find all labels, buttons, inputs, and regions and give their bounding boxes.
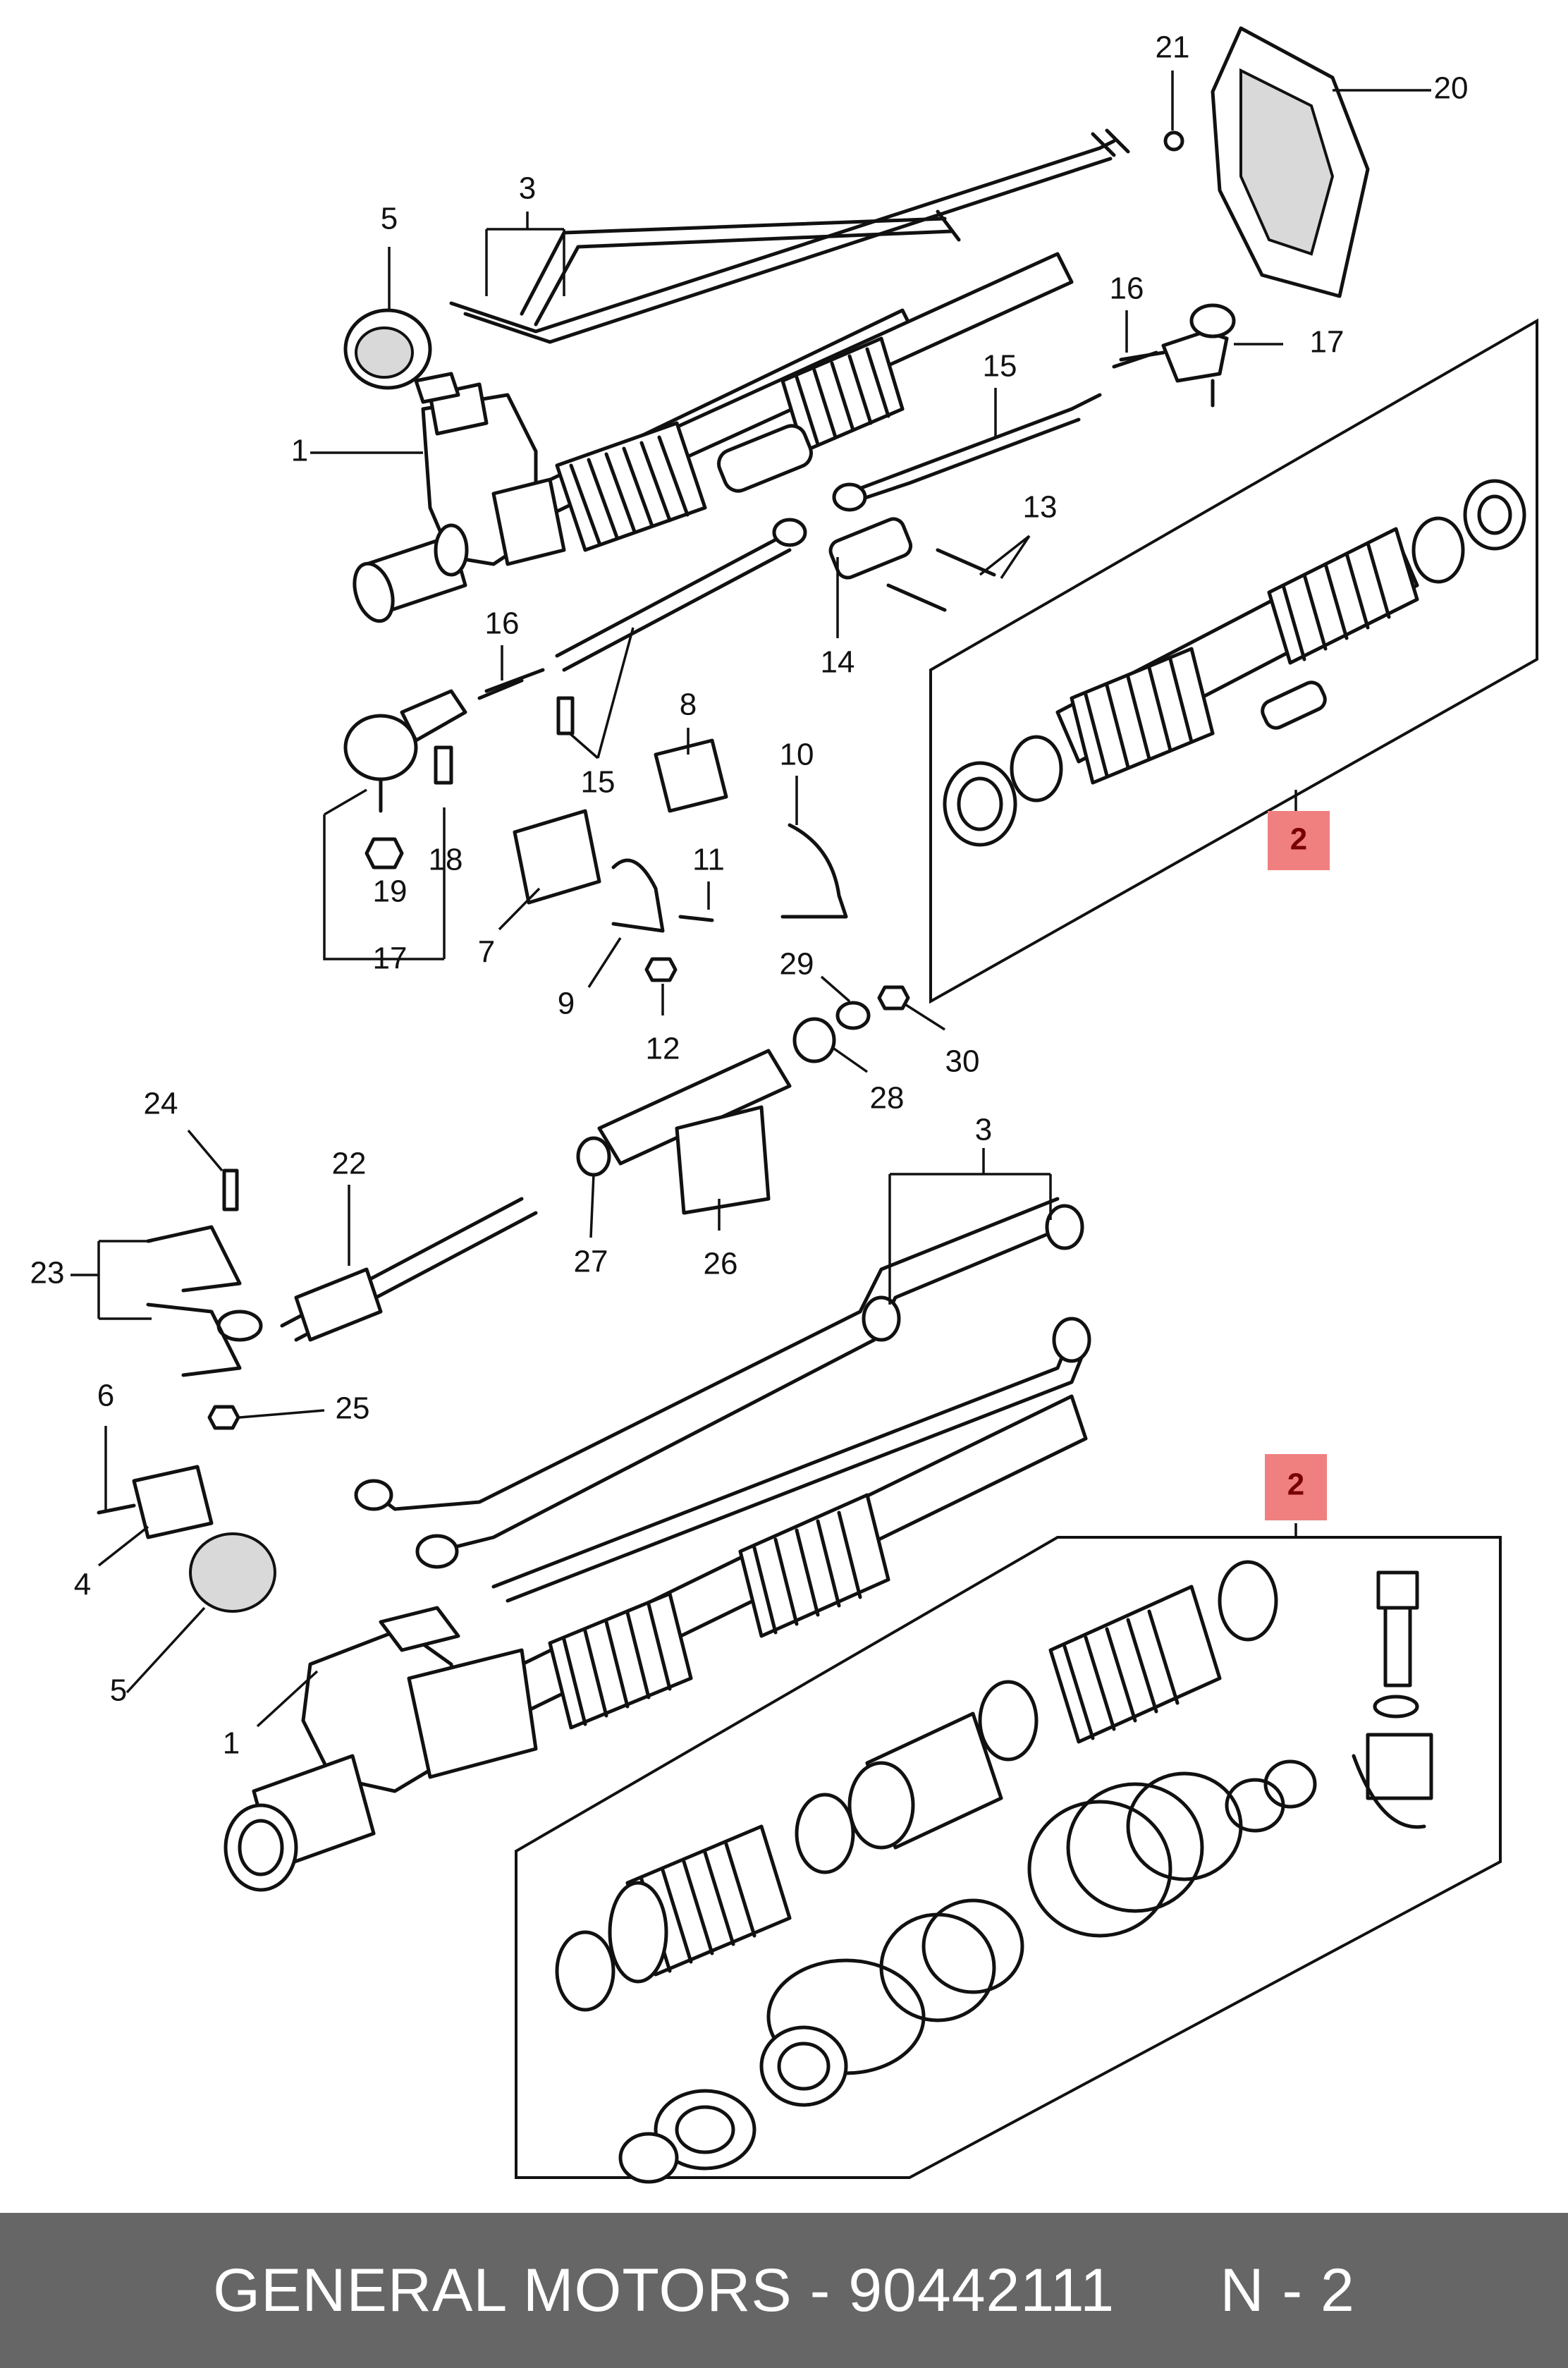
- footer-part-number: 90442111: [848, 2256, 1115, 2324]
- callout-1-lower: 1: [223, 1726, 240, 1761]
- lower-steering-rack-assembly: [97, 1197, 1091, 1892]
- callout-29: 29: [780, 947, 814, 982]
- upper-kit-frame: [929, 318, 1538, 1004]
- callout-12: 12: [646, 1032, 680, 1066]
- callout-18: 18: [429, 843, 463, 877]
- callout-27: 27: [574, 1245, 608, 1279]
- callout-17-left: 17: [373, 941, 408, 976]
- callout-4: 4: [74, 1568, 91, 1602]
- callout-25: 25: [336, 1391, 370, 1426]
- callout-22: 22: [332, 1147, 367, 1181]
- callout-2-upper: 2: [1290, 822, 1307, 857]
- callout-2-upper-highlight: [1268, 811, 1330, 870]
- callout-5-lower: 5: [110, 1673, 127, 1708]
- footer-text: GENERAL MOTORS - 90442111 N - 2: [213, 2256, 1355, 2326]
- footer-separator: -: [792, 2256, 849, 2324]
- footer-banner: GENERAL MOTORS - 90442111 N - 2: [0, 2213, 1568, 2368]
- callout-5-upper: 5: [381, 202, 398, 236]
- callout-1-upper: 1: [291, 434, 308, 468]
- callout-8: 8: [680, 688, 697, 722]
- callout-labels: 1 2 3 5 7 8 9 10 11 12 13 14 15 15 16 16…: [30, 30, 1469, 1761]
- callout-23: 23: [30, 1256, 65, 1290]
- callout-9: 9: [558, 987, 575, 1021]
- steering-rack-exploded-diagram: 1 2 3 5 7 8 9 10 11 12 13 14 15 15 16 16…: [30, 26, 1538, 2184]
- footer-gap: [1115, 2257, 1220, 2324]
- callout-15-upper: 15: [983, 349, 1017, 384]
- callout-3-lower: 3: [975, 1113, 992, 1147]
- callout-15-lower: 15: [581, 765, 615, 800]
- tie-rod-end-upper-right: [1119, 303, 1236, 408]
- callout-19: 19: [373, 874, 408, 909]
- footer-reference: N - 2: [1220, 2256, 1355, 2324]
- callout-7: 7: [478, 935, 495, 970]
- callout-14: 14: [821, 645, 855, 680]
- callout-13: 13: [1023, 490, 1058, 525]
- callout-11: 11: [692, 843, 725, 877]
- callout-24: 24: [144, 1087, 178, 1121]
- callout-20: 20: [1434, 71, 1469, 106]
- callout-21: 21: [1156, 30, 1190, 65]
- upper-left-bellows: [555, 421, 707, 552]
- mounting-plate-20: [1211, 26, 1370, 298]
- lower-kit-frame: [515, 1523, 1502, 2184]
- footer-brand: GENERAL MOTORS: [213, 2256, 792, 2324]
- callout-30: 30: [945, 1044, 980, 1079]
- pinion-seal-cover-upper: [343, 308, 432, 390]
- callout-26: 26: [704, 1247, 738, 1281]
- callout-10: 10: [780, 738, 814, 772]
- upper-steering-rack-assembly: [146, 26, 1370, 1430]
- callout-2-lower: 2: [1287, 1467, 1304, 1502]
- callout-16-left: 16: [485, 606, 520, 641]
- upper-gear-housing: [353, 372, 566, 623]
- callout-6: 6: [97, 1379, 114, 1413]
- callout-17-right: 17: [1310, 325, 1345, 360]
- callout-2-lower-highlight: [1265, 1454, 1327, 1520]
- callout-16-right: 16: [1110, 271, 1144, 306]
- callout-3-upper: 3: [519, 171, 536, 206]
- callout-28: 28: [870, 1081, 905, 1116]
- tie-rod-end-upper-left: [343, 668, 545, 813]
